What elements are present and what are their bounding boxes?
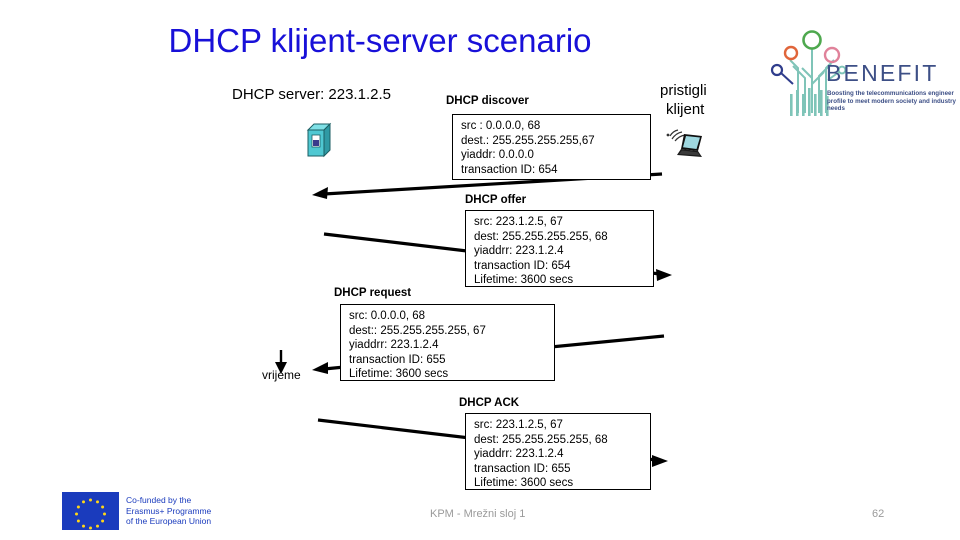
dhcp-discover-title: DHCP discover (446, 95, 529, 107)
dhcp-request-line-5: Lifetime: 3600 secs (349, 368, 449, 380)
dhcp-request-box: src: 0.0.0.0, 68 dest:: 255.255.255.255,… (340, 304, 555, 381)
dhcp-request-line-1: src: 0.0.0.0, 68 (349, 310, 426, 322)
dhcp-ack-line-1: src: 223.1.2.5, 67 (474, 419, 563, 431)
dhcp-ack-line-3: yiaddrr: 223.1.2.4 (474, 448, 564, 460)
dhcp-request-line-2: dest:: 255.255.255.255, 67 (349, 324, 486, 337)
dhcp-offer-line-2: dest: 255.255.255.255, 68 (474, 230, 608, 243)
eu-flag-icon (62, 492, 119, 530)
dhcp-discover-line-1: src : 0.0.0.0, 68 (461, 120, 541, 132)
dhcp-discover-line-3: yiaddr: 0.0.0.0 (461, 149, 534, 161)
time-axis-label: vrijeme (262, 368, 301, 382)
benefit-circuit-icon (770, 30, 847, 116)
eu-funding-line-1: Co-funded by the (126, 495, 192, 505)
dhcp-offer-line-4: transaction ID: 654 (474, 259, 571, 272)
dhcp-ack-title: DHCP ACK (459, 397, 520, 409)
footer-subject-label: KPM - Mrežni sloj 1 (430, 508, 526, 520)
dhcp-offer-box: src: 223.1.2.5, 67 dest: 255.255.255.255… (465, 210, 654, 287)
benefit-logo: BENEFIT Boosting the telecommunications … (760, 18, 956, 123)
laptop-wireless-icon (664, 124, 712, 164)
dhcp-ack-line-5: Lifetime: 3600 secs (474, 477, 574, 489)
benefit-tagline: Boosting the telecommunications engineer… (827, 90, 956, 113)
eu-funding-line-2: Erasmus+ Programme (126, 505, 212, 516)
client-label-line2: klijent (666, 101, 705, 118)
client-label-line1: pristigli (660, 82, 707, 99)
page-title: DHCP klijent-server scenario (168, 22, 592, 59)
eu-funding-line-3: of the European Union (126, 516, 212, 526)
benefit-wordmark: BENEFIT (826, 60, 939, 86)
dhcp-offer-line-1: src: 223.1.2.5, 67 (474, 216, 563, 228)
dhcp-ack-box: src: 223.1.2.5, 67 dest: 255.255.255.255… (465, 413, 651, 490)
dhcp-discover-line-4: transaction ID: 654 (461, 163, 558, 176)
dhcp-offer-title: DHCP offer (465, 194, 527, 206)
time-axis-arrow (275, 350, 287, 374)
eu-erasmus-logo: Co-funded by the Erasmus+ Programme of t… (62, 492, 242, 532)
dhcp-server-label: DHCP server: 223.1.2.5 (232, 86, 391, 103)
server-icon (306, 122, 334, 158)
dhcp-ack-line-2: dest: 255.255.255.255, 68 (474, 433, 608, 446)
dhcp-request-line-3: yiaddrr: 223.1.2.4 (349, 339, 439, 351)
footer-page-number: 62 (872, 508, 885, 520)
dhcp-offer-line-3: yiaddrr: 223.1.2.4 (474, 245, 564, 257)
dhcp-request-line-4: transaction ID: 655 (349, 353, 446, 366)
dhcp-discover-line-2: dest.: 255.255.255.255,67 (461, 134, 595, 147)
dhcp-request-title: DHCP request (334, 287, 412, 299)
eu-funding-text: Co-funded by the Erasmus+ Programme of t… (126, 495, 211, 527)
dhcp-ack-line-4: transaction ID: 655 (474, 462, 571, 475)
dhcp-discover-box: src : 0.0.0.0, 68 dest.: 255.255.255.255… (452, 114, 651, 180)
dhcp-offer-line-5: Lifetime: 3600 secs (474, 274, 574, 286)
